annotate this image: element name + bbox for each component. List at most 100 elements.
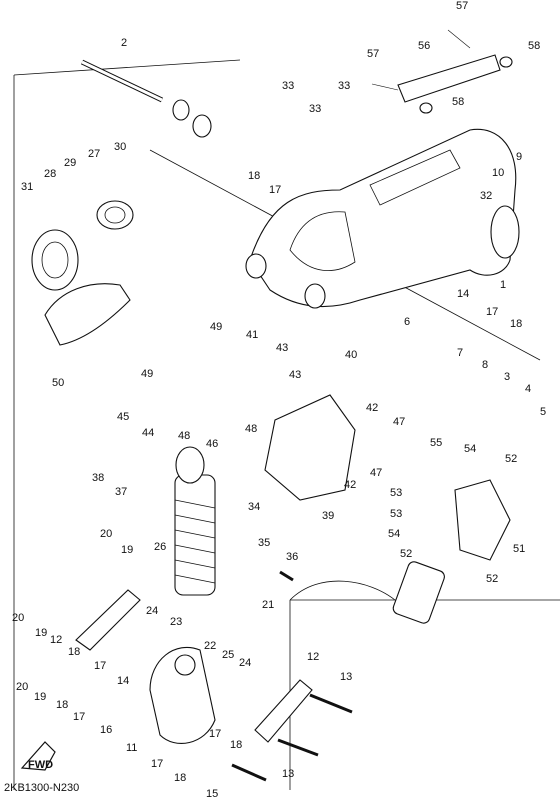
callout-48-b: 48 [245,423,257,435]
callout-19-c: 19 [34,691,46,703]
callout-30: 30 [114,141,126,153]
callout-14-a: 14 [457,288,469,300]
callout-57-a: 57 [456,0,468,12]
callout-25: 25 [222,649,234,661]
callout-26: 26 [154,541,166,553]
callout-21: 21 [262,599,274,611]
shock-bracket [264,394,356,501]
rear-shock-absorber [174,446,216,596]
diagram-reference-code: 2KB1300-N230 [4,782,80,794]
connecting-rods [75,589,313,743]
callout-6: 6 [404,316,410,328]
callout-37: 37 [115,486,127,498]
callout-16: 16 [100,724,112,736]
callout-19-a: 19 [121,544,133,556]
callout-52-c: 52 [486,573,498,585]
callout-47-a: 47 [393,416,405,428]
callout-labels: 1 2 3 4 5 6 7 8 9 10 11 12 12 13 13 14 1… [12,0,546,800]
chain-shield [454,479,511,561]
swingarm-part [245,128,520,309]
hose-assembly [289,561,445,624]
callout-43-b: 43 [289,369,301,381]
callout-39: 39 [322,510,334,522]
callout-17-d: 17 [73,711,85,723]
callout-52-a: 52 [505,453,517,465]
callout-38: 38 [92,472,104,484]
callout-48-a: 48 [178,430,190,442]
chain-guard [44,283,131,346]
callout-40: 40 [345,349,357,361]
callout-12-b: 12 [307,651,319,663]
callout-34: 34 [248,501,260,513]
callout-49-b: 49 [141,368,153,380]
callout-5: 5 [540,406,546,418]
callout-45: 45 [117,411,129,423]
callout-3: 3 [504,371,510,383]
callout-15: 15 [206,788,218,800]
bolts [231,570,353,782]
callout-57-b: 57 [367,48,379,60]
callout-27: 27 [88,148,100,160]
callout-18-f: 18 [174,772,186,784]
callout-42-a: 42 [366,402,378,414]
callout-11: 11 [126,742,137,754]
svg-text:FWD: FWD [28,759,53,771]
callout-58-a: 58 [528,40,540,52]
callout-17-c: 17 [94,660,106,672]
callout-13-a: 13 [340,671,352,683]
callout-49-a: 49 [210,321,222,333]
callout-43-a: 43 [276,342,288,354]
callout-32: 32 [480,190,492,202]
callout-18-b: 18 [510,318,522,330]
callout-2: 2 [121,37,127,49]
callout-20-c: 20 [16,681,28,693]
callout-12-a: 12 [50,634,62,646]
callout-17-a: 17 [269,184,281,196]
callout-19-b: 19 [35,627,47,639]
callout-46: 46 [206,438,218,450]
callout-41: 41 [246,329,258,341]
fwd-direction-badge: FWD [20,741,56,771]
callout-22: 22 [204,640,216,652]
pivot-shaft [80,59,212,138]
callout-24-a: 24 [146,605,158,617]
callout-53-a: 53 [390,487,402,499]
callout-56: 56 [418,40,430,52]
callout-9: 9 [516,151,522,163]
callout-18-d: 18 [56,699,68,711]
callout-31: 31 [21,181,33,193]
callout-17-e: 17 [209,728,221,740]
callout-17-f: 17 [151,758,163,770]
callout-54-b: 54 [388,528,400,540]
callout-58-b: 58 [452,96,464,108]
callout-47-b: 47 [370,467,382,479]
callout-35: 35 [258,537,270,549]
callout-33-b: 33 [309,103,321,115]
callout-53-b: 53 [390,508,402,520]
callout-50: 50 [52,377,64,389]
callout-28: 28 [44,168,56,180]
callout-18-e: 18 [230,739,242,751]
callout-20-a: 20 [100,528,112,540]
callout-33-c: 33 [338,80,350,92]
callout-54-a: 54 [464,443,476,455]
callout-20-b: 20 [12,612,24,624]
callout-4: 4 [525,383,531,395]
callout-24-b: 24 [239,657,251,669]
callout-18-a: 18 [248,170,260,182]
callout-10: 10 [492,167,504,179]
chain-adjuster [371,29,513,114]
callout-36: 36 [286,551,298,563]
callout-13-b: 13 [282,768,294,780]
callout-55: 55 [430,437,442,449]
callout-7: 7 [457,347,463,359]
callout-23: 23 [170,616,182,628]
relay-arm [149,646,216,744]
callout-1: 1 [500,279,506,291]
callout-44: 44 [142,427,154,439]
callout-17-b: 17 [486,306,498,318]
callout-51: 51 [513,543,525,555]
callout-14-b: 14 [117,675,129,687]
